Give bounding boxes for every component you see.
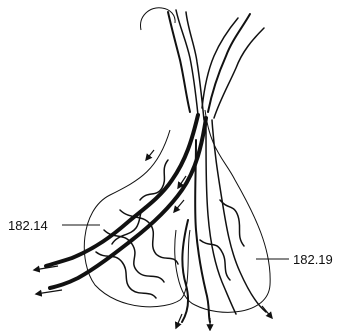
callout-label-left: 182.14 (8, 219, 48, 232)
upper-vessel-bundle (168, 10, 264, 120)
callout-label-right: 182.19 (293, 253, 333, 266)
right-vessel-network (182, 120, 266, 322)
left-vessel-network (46, 115, 206, 298)
left-lobe-outline (84, 130, 190, 307)
